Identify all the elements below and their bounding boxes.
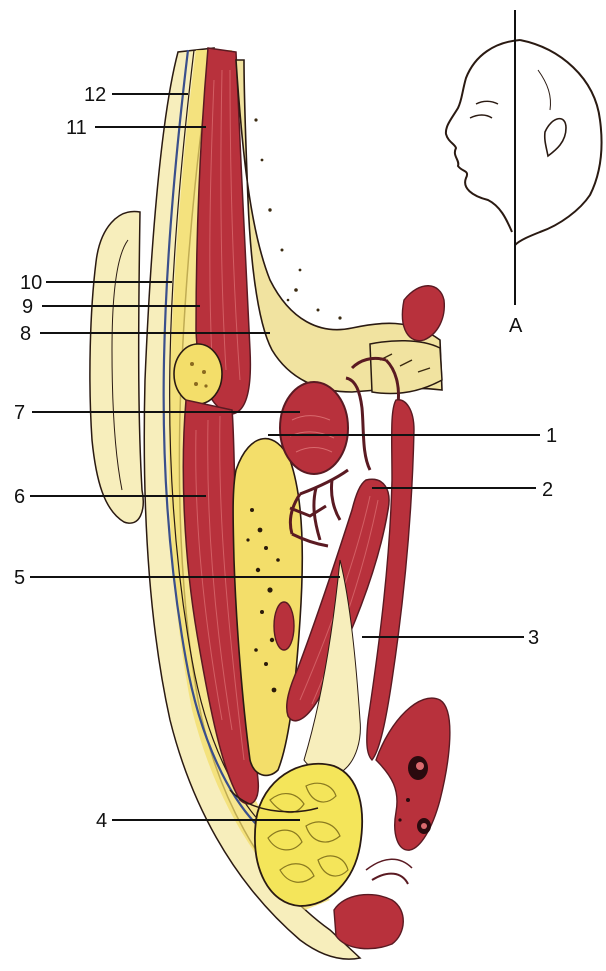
label-10: 10 — [20, 272, 42, 294]
label-12: 12 — [84, 84, 106, 106]
zygomatic-arch-section — [174, 344, 222, 404]
label-6: 6 — [14, 486, 25, 508]
label-7: 7 — [14, 402, 25, 424]
head-profile-inset: A — [446, 10, 602, 337]
label-3: 3 — [528, 627, 539, 649]
label-4: 4 — [96, 810, 107, 832]
digastric-tissue — [334, 895, 403, 949]
section-marker-label: A — [509, 315, 523, 337]
label-11: 11 — [66, 117, 87, 139]
pterygoid-attachment — [402, 286, 444, 341]
maxilla-piece — [370, 341, 442, 394]
sagittal-section — [90, 48, 450, 959]
label-1: 1 — [546, 425, 557, 447]
lateral-pterygoid-section — [280, 382, 348, 474]
label-9: 9 — [22, 296, 33, 318]
label-2: 2 — [542, 479, 553, 501]
inferior-alveolar-canal — [274, 602, 294, 650]
superior-constrictor — [367, 400, 414, 760]
auricle — [90, 211, 143, 523]
label-8: 8 — [20, 323, 31, 345]
label-5: 5 — [14, 567, 25, 589]
